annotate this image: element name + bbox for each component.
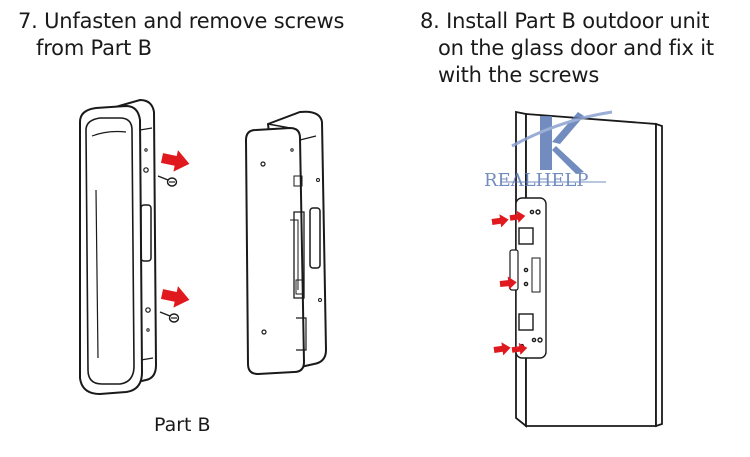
step-7-instruction: 7. Unfasten and remove screws from Part … (18, 8, 344, 62)
step-8-instruction: 8. Install Part B outdoor unit on the gl… (420, 8, 714, 89)
part-b-back-plate (244, 110, 328, 376)
step-7-line-1: 7. Unfasten and remove screws (18, 9, 345, 33)
step-8-line-3: with the screws (438, 63, 600, 87)
step-7-line-2: from Part B (36, 36, 152, 60)
watermark-text: REALHELP (484, 170, 589, 191)
installed-plate (515, 197, 547, 359)
part-b-front-device (79, 98, 158, 396)
red-arrow-icon-bottom (159, 283, 192, 311)
part-b-caption: Part B (154, 414, 211, 436)
red-arrow-icon-door-1 (491, 213, 510, 229)
step-8-line-1: 8. Install Part B outdoor unit (420, 9, 710, 33)
red-arrow-icon-door-4 (493, 341, 512, 357)
step-8-line-2: on the glass door and fix it (438, 36, 714, 60)
realhelp-watermark-logo: REALHELP (484, 110, 613, 191)
red-arrow-icon-top (159, 147, 192, 175)
screw-icon-top (157, 175, 178, 187)
screw-icon-bottom (159, 311, 180, 323)
